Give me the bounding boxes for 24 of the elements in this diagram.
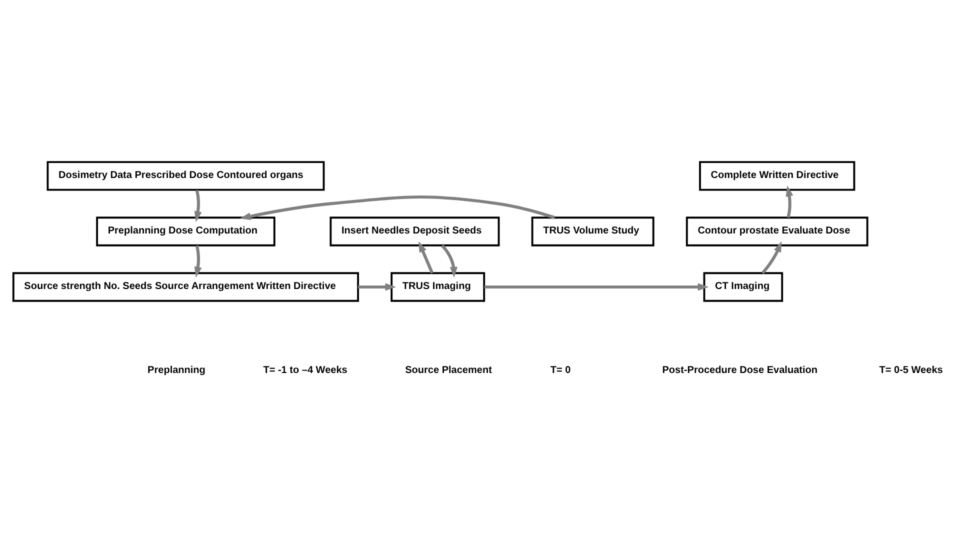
arrow	[194, 189, 202, 222]
arrow	[194, 244, 202, 278]
label: Preplanning	[147, 364, 205, 376]
arrow	[239, 195, 555, 220]
node-box: Source strength No. Seeds Source Arrangement Written Directive	[12, 272, 359, 302]
node-box: Preplanning Dose Computation	[96, 216, 275, 246]
arrow	[760, 240, 782, 274]
node-box: TRUS Volume Study	[530, 216, 654, 246]
arrow	[484, 282, 708, 290]
arrow	[418, 240, 434, 274]
node-box: Insert Needles Deposit Seeds	[329, 216, 500, 246]
arrow	[358, 282, 396, 290]
node-box: Complete Written Directive	[698, 160, 855, 190]
arrow	[440, 244, 457, 278]
label: T= -1 to –4 Weeks	[262, 364, 347, 376]
arrow	[785, 185, 793, 218]
label: T= 0-5 Weeks	[878, 364, 942, 376]
node-box: Contour prostate Evaluate Dose	[685, 216, 868, 246]
node-box: Dosimetry Data Prescribed Dose Contoured organs	[46, 160, 324, 190]
label: Post-Procedure Dose Evaluation	[662, 364, 818, 376]
node-box: CT Imaging	[702, 272, 783, 302]
label: Source Placement	[404, 364, 492, 376]
node-box: TRUS Imaging	[390, 272, 485, 302]
label: T= 0	[550, 364, 570, 376]
